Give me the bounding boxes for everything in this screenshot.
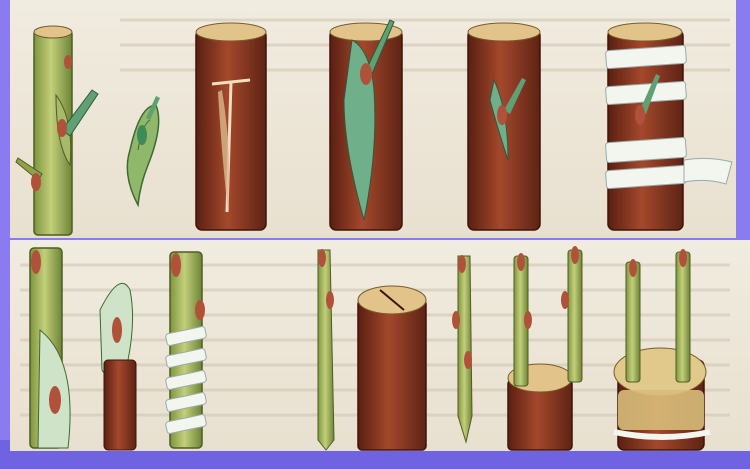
shield-closed (468, 23, 540, 230)
oblique-cut-scion (100, 283, 136, 450)
split-rootstock (358, 286, 426, 450)
shield-inserted (330, 20, 402, 230)
rootstock-t-cut (196, 23, 266, 230)
tied-splice (165, 252, 207, 448)
